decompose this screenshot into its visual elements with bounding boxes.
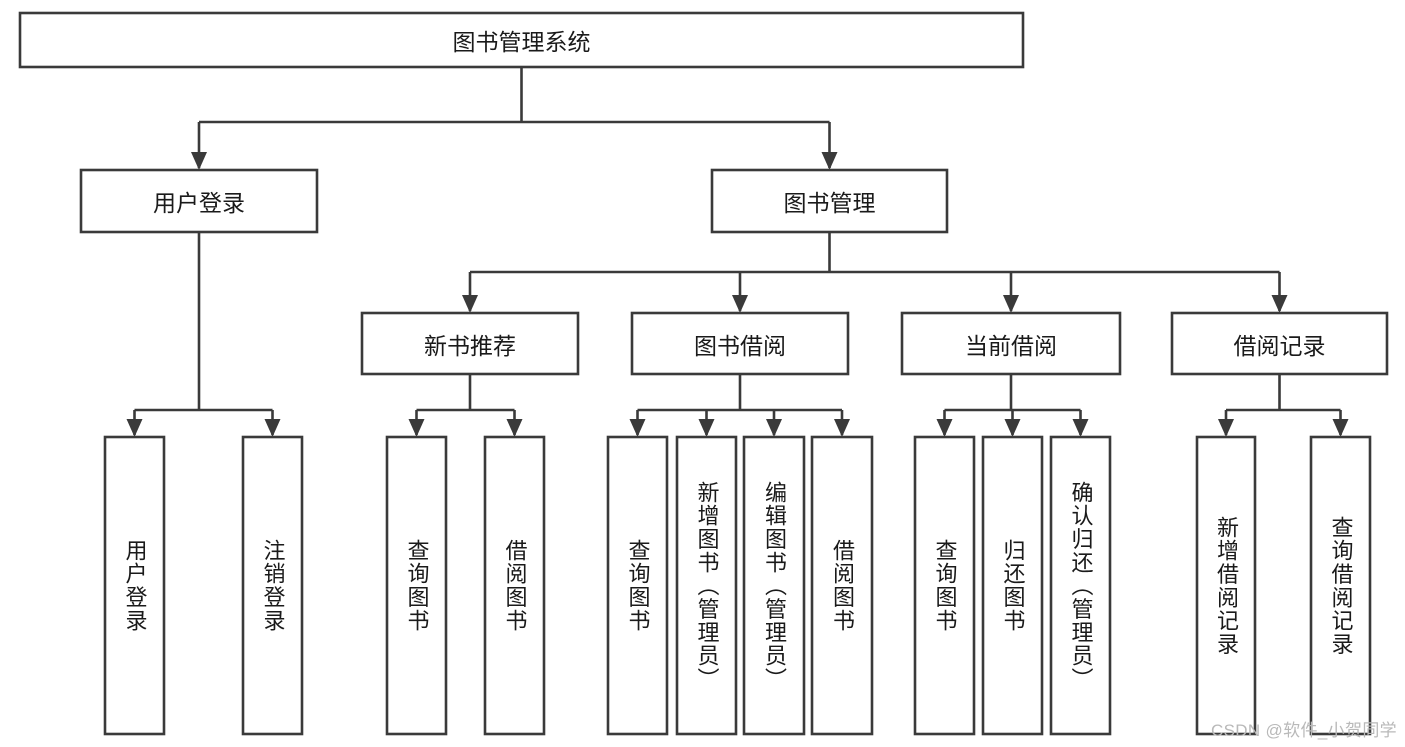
- arrow-book-manage-to-book-borrow: [732, 295, 748, 313]
- node-leaf-query-book-current-box[interactable]: [913, 435, 976, 736]
- node-user-login-box[interactable]: [79, 168, 319, 234]
- boxes-layer: [18, 11, 1389, 736]
- node-leaf-add-book-box[interactable]: [675, 435, 738, 736]
- node-leaf-query-book-rec-box[interactable]: [385, 435, 448, 736]
- arrow-root-to-user-login: [191, 152, 207, 170]
- node-new-book-recommend-box[interactable]: [360, 311, 580, 376]
- node-root-box[interactable]: [18, 11, 1025, 69]
- arrow-current-borrow-to-leaf-confirm-return: [1072, 419, 1089, 437]
- node-leaf-edit-book-box[interactable]: [742, 435, 806, 736]
- node-leaf-return-book-box[interactable]: [981, 435, 1044, 736]
- arrow-borrow-record-to-leaf-query-record: [1332, 419, 1349, 437]
- arrow-user-login-to-leaf-logout: [264, 419, 281, 437]
- node-leaf-user-login-box[interactable]: [103, 435, 166, 736]
- arrow-new-book-recommend-to-leaf-borrow-book-rec: [506, 419, 523, 437]
- arrow-new-book-recommend-to-leaf-query-book-rec: [408, 419, 425, 437]
- node-leaf-query-book-borrow-box[interactable]: [606, 435, 669, 736]
- arrow-book-borrow-to-leaf-add-book: [698, 419, 715, 437]
- arrow-user-login-to-leaf-user-login: [126, 419, 143, 437]
- node-leaf-confirm-return-box[interactable]: [1049, 435, 1112, 736]
- node-leaf-borrow-book-box[interactable]: [810, 435, 874, 736]
- connectors-layer: [126, 67, 1349, 437]
- arrow-borrow-record-to-leaf-add-record: [1218, 419, 1234, 437]
- arrow-book-manage-to-current-borrow: [1003, 295, 1019, 313]
- arrow-current-borrow-to-leaf-query-book-current: [936, 419, 953, 437]
- arrow-book-manage-to-new-book-recommend: [462, 295, 478, 313]
- arrow-book-borrow-to-leaf-query-book-borrow: [629, 419, 646, 437]
- arrow-book-borrow-to-leaf-edit-book: [766, 419, 782, 437]
- node-leaf-add-record-box[interactable]: [1195, 435, 1257, 736]
- node-leaf-logout-box[interactable]: [241, 435, 304, 736]
- node-book-borrow-box[interactable]: [630, 311, 850, 376]
- node-leaf-query-record-box[interactable]: [1309, 435, 1372, 736]
- node-current-borrow-box[interactable]: [900, 311, 1122, 376]
- arrow-book-borrow-to-leaf-borrow-book: [834, 419, 850, 437]
- node-book-manage-box[interactable]: [710, 168, 949, 234]
- arrow-current-borrow-to-leaf-return-book: [1004, 419, 1021, 437]
- node-borrow-record-box[interactable]: [1170, 311, 1389, 376]
- node-leaf-borrow-book-rec-box[interactable]: [483, 435, 546, 736]
- arrow-book-manage-to-borrow-record: [1271, 295, 1288, 313]
- arrow-root-to-book-manage: [821, 152, 838, 170]
